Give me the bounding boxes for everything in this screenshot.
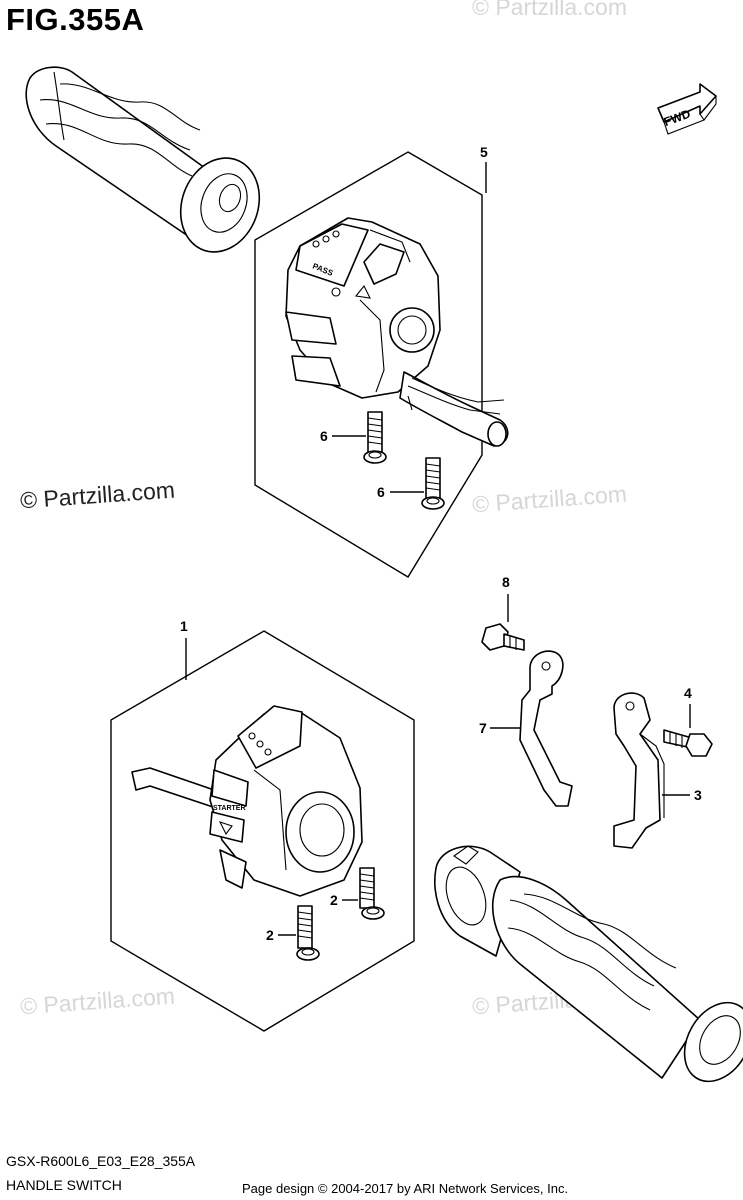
screw-6-lower: [421, 457, 445, 510]
assembly-outline-right-switch: [254, 151, 483, 578]
bolt-8: [481, 623, 525, 651]
callout-6-lower: 6: [377, 484, 424, 500]
callout-8-label: 8: [502, 574, 510, 590]
callout-1: 1: [180, 618, 188, 680]
screw-2-right: [359, 867, 385, 920]
left-handle-switch: STARTER: [131, 705, 363, 897]
callout-3: 3: [662, 787, 702, 803]
screw-2-left: [296, 905, 320, 961]
callout-5-label: 5: [480, 144, 488, 160]
callout-4: 4: [684, 685, 692, 728]
fwd-direction-arrow: FWD: [657, 83, 717, 135]
callout-4-label: 4: [684, 685, 692, 701]
model-code: GSX-R600L6_E03_E28_355A: [6, 1153, 196, 1169]
screw-6-upper: [363, 411, 387, 464]
callout-7-label: 7: [479, 720, 487, 736]
callout-8: 8: [502, 574, 510, 622]
copyright-footer: Page design © 2004-2017 by ARI Network S…: [242, 1181, 569, 1196]
callout-6-upper: 6: [320, 428, 366, 444]
left-handlebar-grip: [25, 66, 261, 253]
assembly-outline-left-switch: [110, 630, 415, 1032]
callout-1-label: 1: [180, 618, 188, 634]
throttle-grip: [434, 845, 743, 1083]
watermark-top-right: © Partzilla.com: [472, 0, 627, 20]
callout-5: 5: [480, 144, 488, 193]
bracket-7: [519, 650, 573, 807]
bolt-4: [663, 729, 713, 757]
callout-2-right: 2: [330, 892, 358, 908]
callout-6-lower-label: 6: [377, 484, 385, 500]
callout-2-left: 2: [266, 927, 296, 943]
right-handle-switch: PASS: [285, 217, 509, 447]
callout-3-label: 3: [694, 787, 702, 803]
bracket-3: [613, 692, 665, 849]
figure-title: FIG.355A: [6, 2, 145, 37]
callout-2-right-label: 2: [330, 892, 338, 908]
callout-6-upper-label: 6: [320, 428, 328, 444]
callout-7: 7: [479, 720, 520, 736]
section-name: HANDLE SWITCH: [6, 1177, 122, 1193]
starter-label: STARTER: [213, 805, 246, 812]
callout-2-left-label: 2: [266, 927, 274, 943]
